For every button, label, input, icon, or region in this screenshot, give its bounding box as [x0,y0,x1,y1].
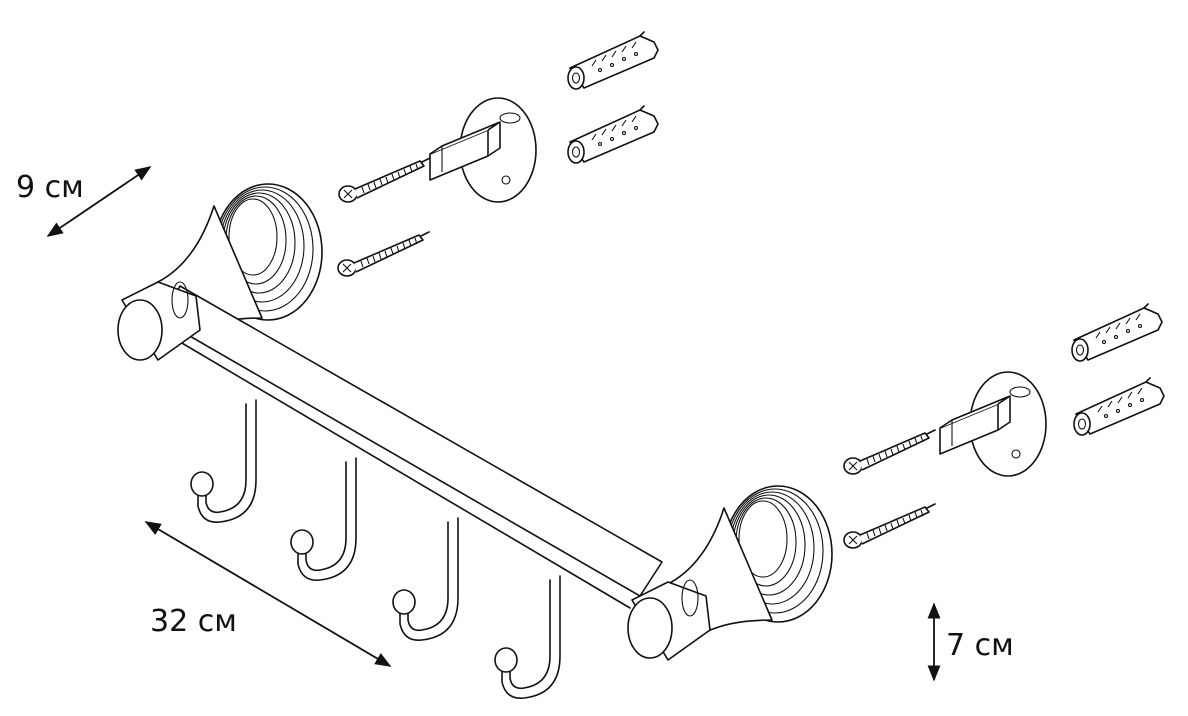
hook-4 [494,575,561,700]
depth-arrow [46,166,152,237]
end-cap-right [627,579,711,661]
dowel-upper-left [567,31,659,90]
length-arrow [144,521,392,667]
rail-bar [161,285,663,609]
hook-3 [392,517,459,642]
dowel-upper-right [1071,303,1163,362]
hook-2 [290,457,357,582]
screw-upper-right [843,429,936,475]
depth-label: 9 см [16,170,84,205]
hook-1 [190,399,257,524]
screw-lower-right [843,503,936,549]
bracket-left [429,97,537,203]
dowel-lower-right [1073,377,1165,436]
length-label: 32 см [150,604,237,639]
bracket-right [939,371,1047,477]
end-cap-left [117,281,201,361]
height-label: 7 см [946,628,1014,663]
dowel-lower-left [567,105,659,164]
screw-upper-left [338,157,431,203]
screw-lower-left [337,231,430,277]
